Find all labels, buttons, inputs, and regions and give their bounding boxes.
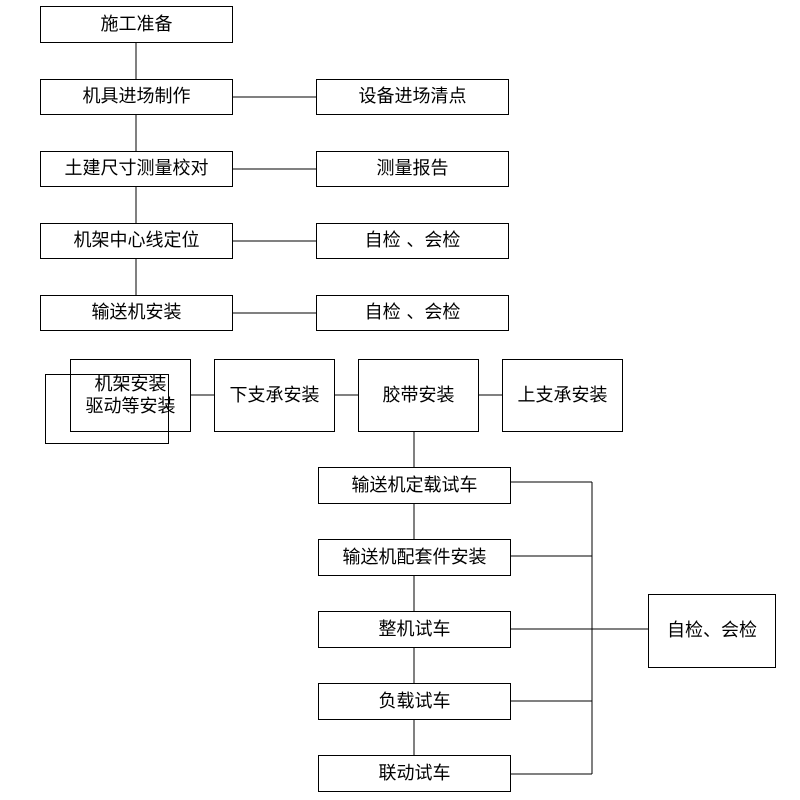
- step-belt-label: 胶带安装: [382, 384, 455, 406]
- step-linked-test-label: 联动试车: [378, 762, 451, 784]
- step-loaded-test-label: 负载试车: [378, 690, 451, 712]
- step-tooling: 机具进场制作: [40, 79, 233, 115]
- step-conveyor-install-label: 输送机安装: [91, 302, 182, 323]
- check-self-1: 自检 、会检: [316, 223, 509, 259]
- step-accessories-label: 输送机配套件安装: [342, 546, 487, 568]
- step-measure: 土建尺寸测量校对: [40, 151, 233, 187]
- step-load-test: 输送机定载试车: [318, 467, 511, 504]
- step-lower-support: 下支承安装: [214, 359, 335, 432]
- step-center: 机架中心线定位: [40, 223, 233, 259]
- check-measure-report-label: 测量报告: [376, 158, 449, 179]
- step-frame-drive: 机架安装 驱动等安装: [70, 359, 191, 432]
- check-self-final: 自检、会检: [648, 594, 776, 668]
- step-frame-drive-label: 机架安装 驱动等安装: [85, 373, 176, 417]
- step-measure-label: 土建尺寸测量校对: [64, 158, 209, 179]
- step-conveyor-install: 输送机安装: [40, 295, 233, 331]
- step-prep-label: 施工准备: [100, 13, 173, 35]
- check-equipment-count: 设备进场清点: [316, 79, 509, 115]
- step-tooling-label: 机具进场制作: [82, 86, 191, 107]
- check-self-1-label: 自检 、会检: [364, 230, 461, 251]
- step-linked-test: 联动试车: [318, 755, 511, 792]
- step-upper-support: 上支承安装: [502, 359, 623, 432]
- check-self-2: 自检 、会检: [316, 295, 509, 331]
- check-equipment-count-label: 设备进场清点: [358, 86, 467, 107]
- check-measure-report: 测量报告: [316, 151, 509, 187]
- step-center-label: 机架中心线定位: [73, 230, 200, 251]
- step-upper-support-label: 上支承安装: [517, 384, 608, 406]
- step-load-test-label: 输送机定载试车: [351, 474, 478, 496]
- step-prep: 施工准备: [40, 6, 233, 43]
- step-loaded-test: 负载试车: [318, 683, 511, 720]
- step-lower-support-label: 下支承安装: [229, 384, 320, 406]
- step-accessories: 输送机配套件安装: [318, 539, 511, 576]
- stacked-frame-back: [45, 374, 169, 444]
- step-belt: 胶带安装: [358, 359, 479, 432]
- check-self-2-label: 自检 、会检: [364, 302, 461, 323]
- check-self-final-label: 自检、会检: [667, 620, 757, 641]
- step-whole-test: 整机试车: [318, 611, 511, 648]
- step-whole-test-label: 整机试车: [378, 618, 451, 640]
